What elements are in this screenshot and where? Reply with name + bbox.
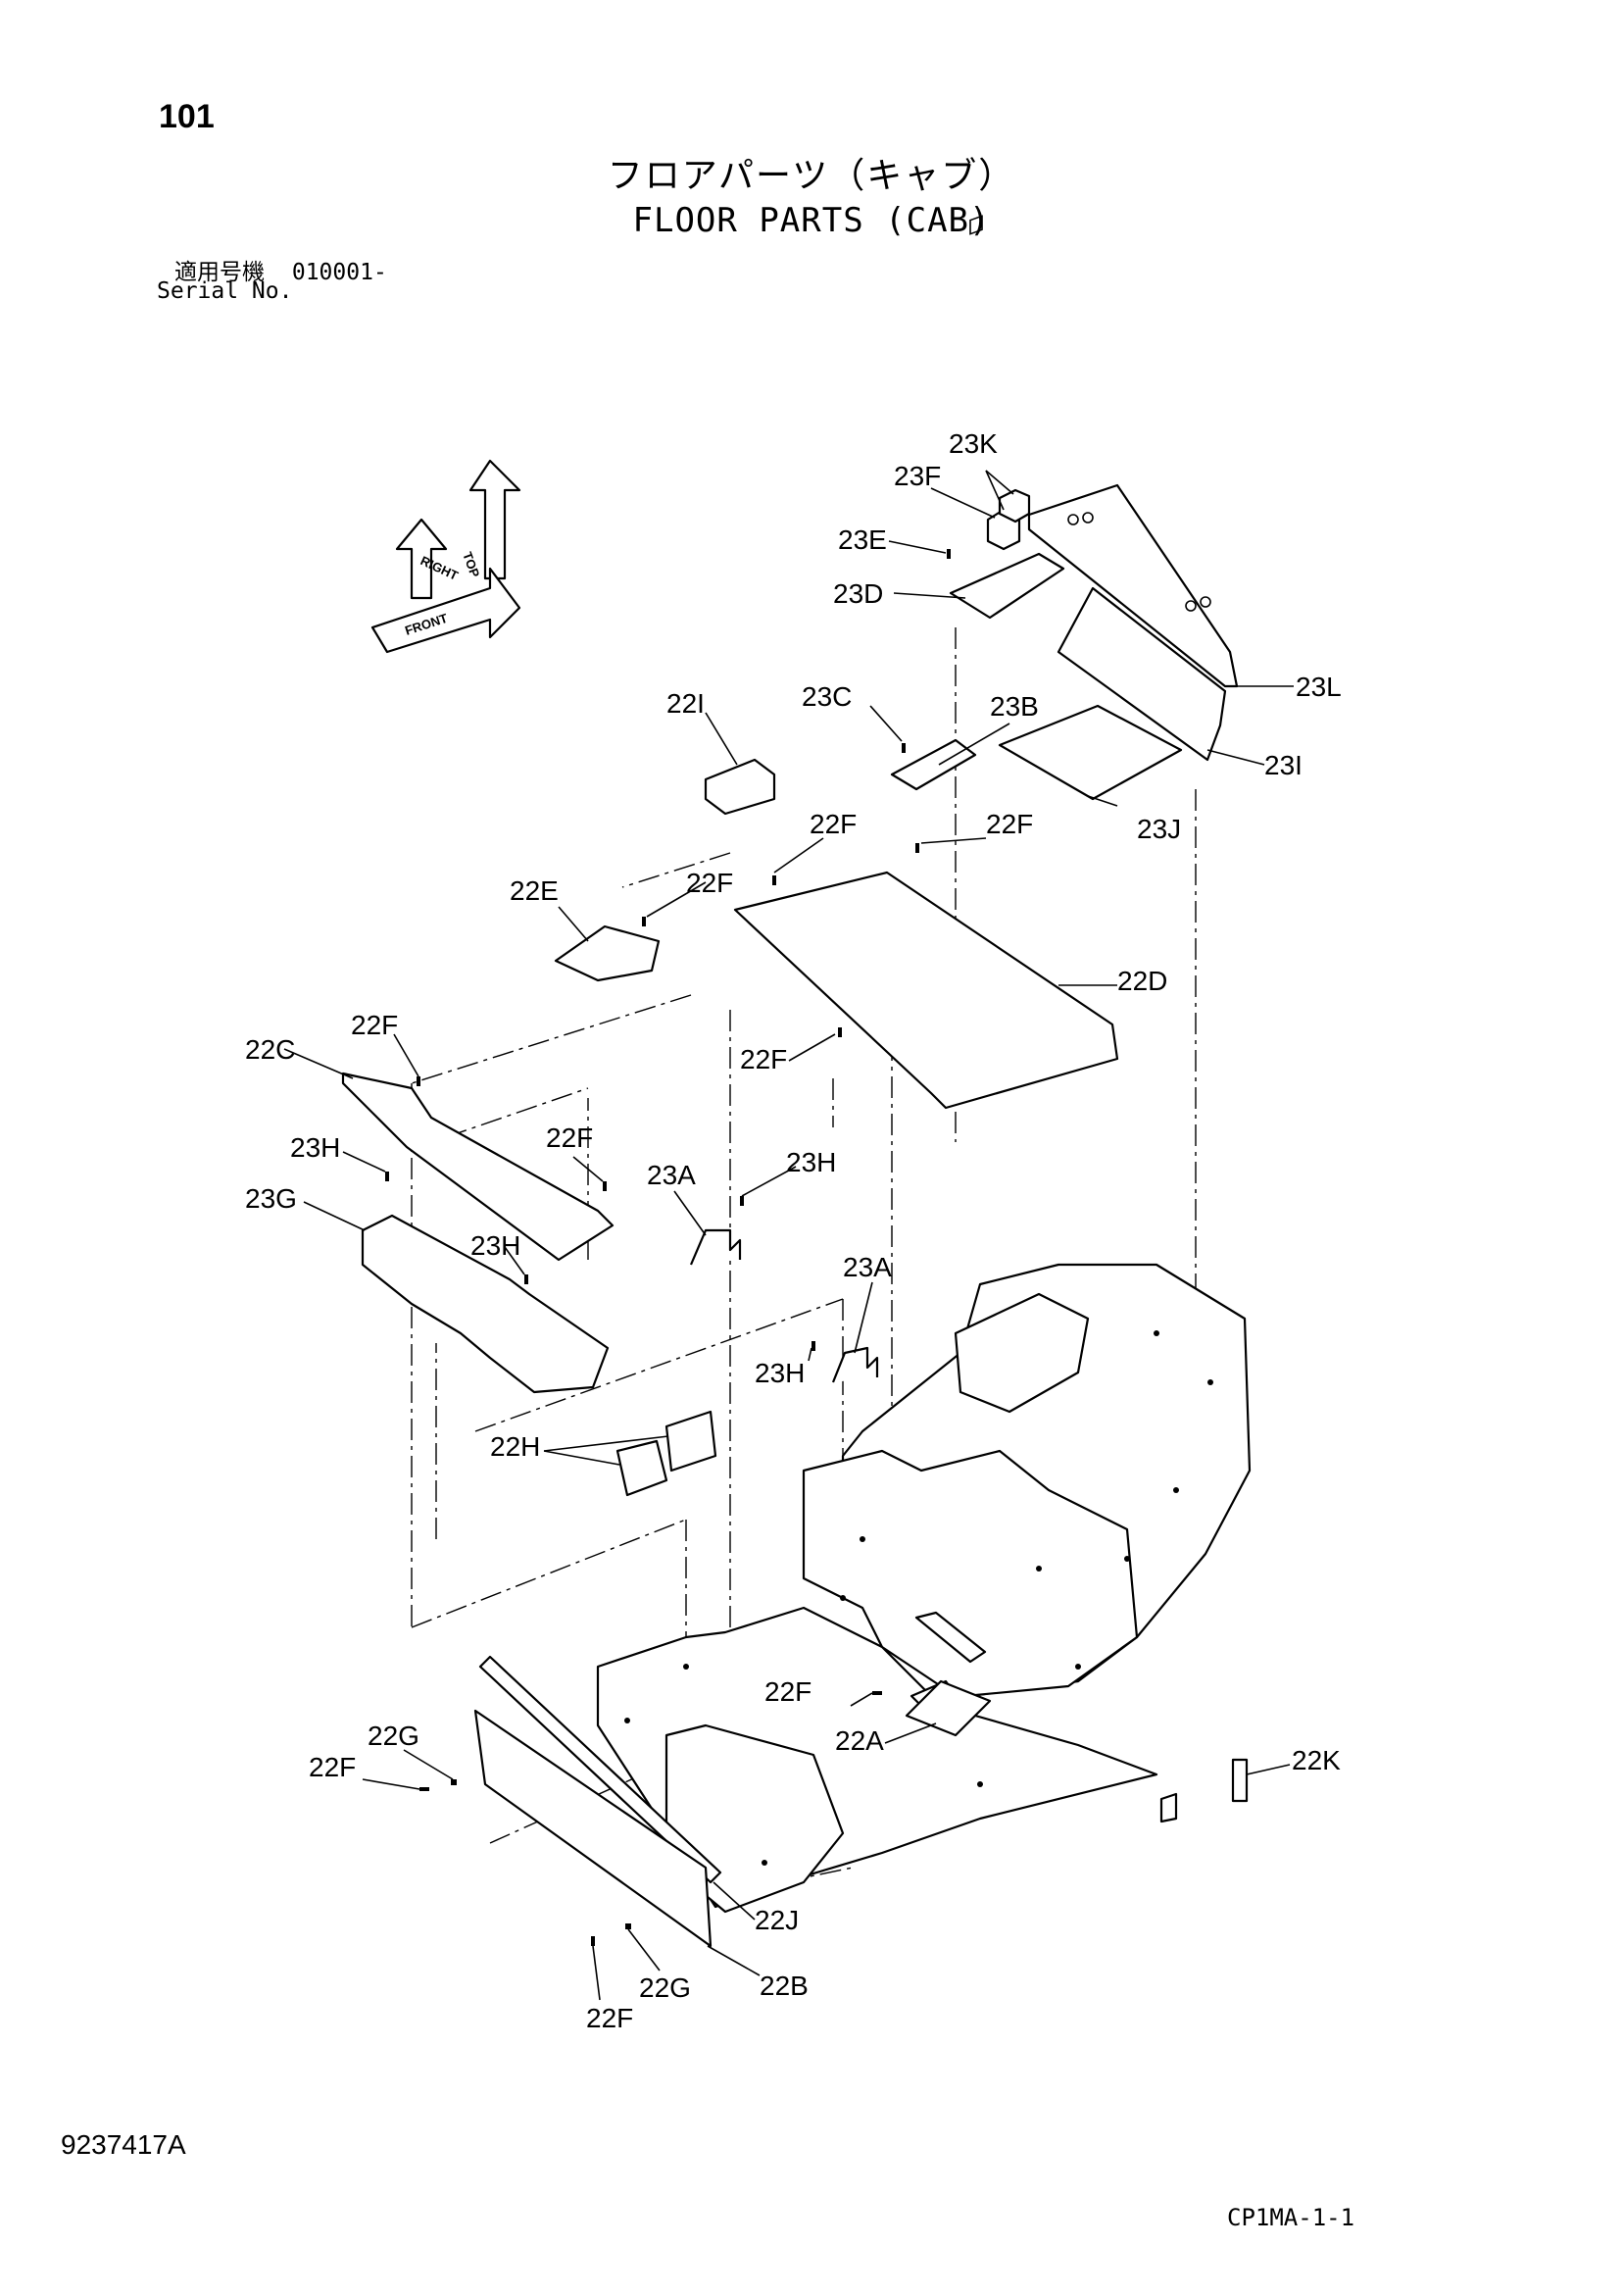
serial-label-japanese: 適用号機 [174, 260, 265, 285]
callout-23A-a: 23A [647, 1160, 696, 1190]
washer-22G-a [451, 1779, 457, 1785]
callout-22H: 22H [490, 1431, 540, 1462]
fastener-22F-e [417, 1076, 420, 1086]
part-22D-floor-board [733, 871, 1119, 1110]
callout-23H-a: 23H [290, 1132, 340, 1163]
part-23A-bracket-lower [831, 1346, 879, 1383]
part-22K-plug [1231, 1758, 1249, 1803]
orientation-indicator: TOP RIGHT FRONT [370, 459, 521, 654]
callout-22F-c: 22F [686, 868, 733, 898]
part-22E-plate [554, 924, 661, 982]
callout-22F-e: 22F [351, 1010, 398, 1040]
callout-23H-c: 23H [470, 1230, 520, 1261]
part-23D-switch-panel [949, 552, 1065, 620]
leader-lines [283, 470, 1294, 2001]
fastener-22F-d [838, 1027, 842, 1037]
callout-23E: 23E [838, 524, 887, 555]
callout-23F: 23F [894, 461, 941, 491]
part-22I-box [704, 758, 776, 816]
serial-value: 010001- [291, 260, 387, 285]
fastener-22F-f [603, 1181, 607, 1191]
fasteners [385, 549, 951, 1946]
callout-23H-d: 23H [755, 1358, 805, 1388]
part-22H-block-lower [615, 1439, 668, 1497]
fastener-22F-a [915, 843, 919, 853]
part-23I-panel [1057, 586, 1227, 762]
part-23A-bracket-upper [689, 1228, 742, 1266]
washer-22G-b [625, 1923, 631, 1929]
serial-label-english: Serial No. [157, 278, 293, 304]
orientation-top-label: TOP [460, 550, 482, 579]
callout-22J: 22J [755, 1905, 799, 1935]
callout-22A: 22A [835, 1725, 884, 1756]
callout-23A-b: 23A [843, 1252, 892, 1282]
callout-23D: 23D [833, 578, 883, 609]
fastener-23H-c [524, 1274, 528, 1284]
fastener-23H-d [812, 1341, 815, 1351]
fastener-22F-c [642, 917, 646, 926]
fastener-23H-b [740, 1196, 744, 1206]
part-22C-cover [341, 1072, 615, 1262]
callout-22K: 22K [1292, 1745, 1341, 1775]
callout-22F-d: 22F [740, 1044, 787, 1074]
callout-22C: 22C [245, 1034, 295, 1065]
callout-22G-a: 22G [368, 1721, 419, 1751]
callout-22F-a: 22F [810, 809, 857, 839]
callout-22F-g: 22F [764, 1676, 812, 1707]
page-title-japanese: フロアパーツ（キャブ） [607, 156, 1016, 196]
part-22H-block-upper [664, 1410, 717, 1472]
serial-applicability: 適用号機 010001- [174, 253, 387, 286]
part-23G-plate [361, 1214, 610, 1394]
callout-22F-f: 22F [546, 1123, 593, 1153]
fastener-22F-b [772, 875, 776, 885]
document-number: 9237417A [61, 2129, 186, 2160]
callout-22F-h: 22F [309, 1752, 356, 1782]
part-22J-cover [478, 1655, 722, 1884]
callout-23B: 23B [990, 691, 1039, 722]
callout-labels: 23K 23F 23E 23D 23L 22I 23C 23B 23I 22F … [245, 428, 1342, 2033]
page-number: 101 [159, 98, 215, 135]
top-arrow-icon [468, 459, 521, 580]
callout-22B: 22B [760, 1971, 809, 2001]
fastener-23E [947, 549, 951, 559]
callout-23I: 23I [1264, 750, 1303, 780]
callout-22D: 22D [1117, 966, 1167, 996]
fastener-23C [902, 743, 906, 753]
callout-23G: 23G [245, 1183, 297, 1214]
part-22A-plate-outline [914, 1611, 987, 1664]
part-22A-plate [905, 1679, 992, 1737]
callout-22G-b: 22G [639, 1972, 691, 2003]
callout-22F-i: 22F [586, 2003, 633, 2033]
front-arrow-icon [370, 567, 521, 654]
callout-23K: 23K [949, 428, 998, 459]
part-23K-23F [986, 488, 1031, 551]
callout-23J: 23J [1137, 814, 1181, 844]
cab-base-frame [596, 1263, 1252, 1914]
callout-23H-b: 23H [786, 1147, 836, 1177]
fastener-22F-i [591, 1936, 595, 1946]
part-22B-cover [473, 1709, 713, 1948]
callout-22F-b: 22F [986, 809, 1033, 839]
part-23B-grille [890, 738, 977, 791]
callout-22I: 22I [666, 688, 705, 719]
callout-23C: 23C [802, 681, 852, 712]
fastener-22F-g [872, 1691, 882, 1695]
fastener-23H-a [385, 1172, 389, 1181]
page-title-english: FLOOR PARTS (CAB) [632, 201, 991, 240]
fastener-22F-h [419, 1787, 429, 1791]
callout-23L: 23L [1296, 672, 1342, 702]
part-23J-mat [998, 704, 1183, 801]
right-arrow-icon [395, 518, 448, 600]
callout-22E: 22E [510, 875, 559, 906]
page-code: CP1MA-1-1 [1227, 2204, 1355, 2231]
